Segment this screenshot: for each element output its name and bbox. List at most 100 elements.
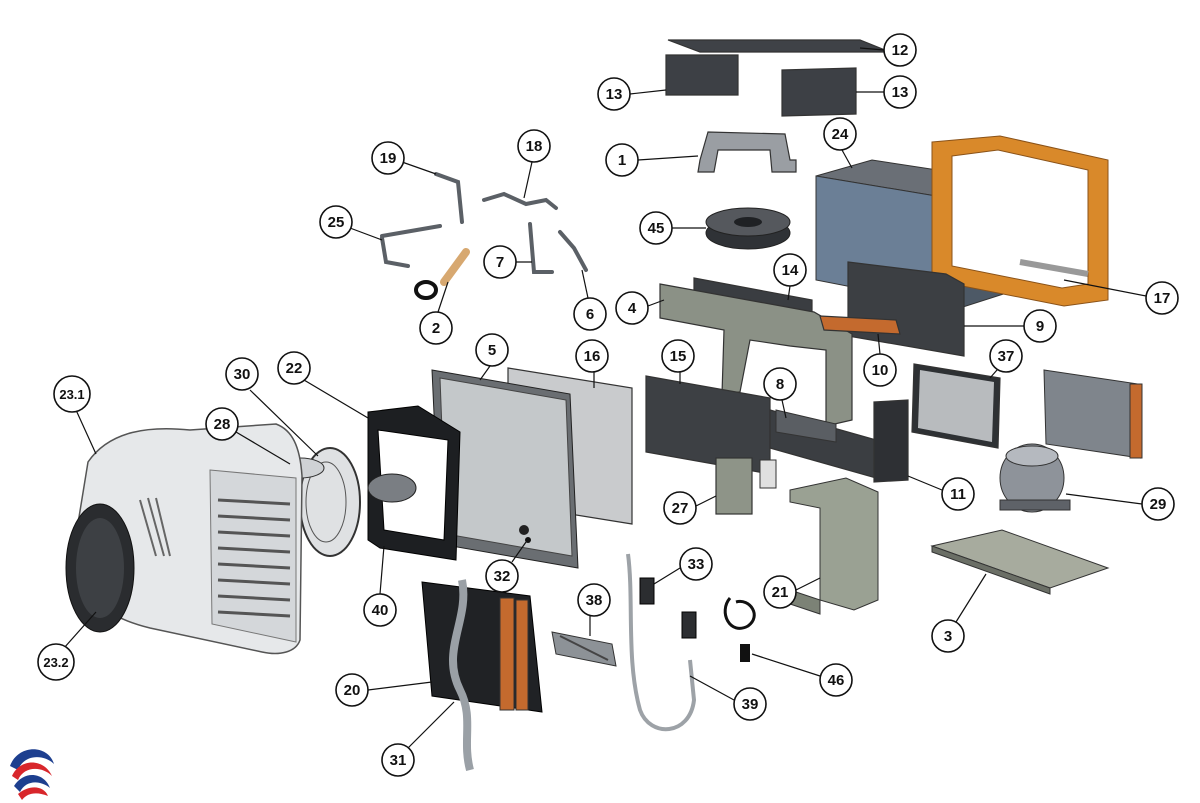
part-pcb xyxy=(715,457,753,515)
label-29: 29 xyxy=(1150,496,1167,513)
callout-46: 46 xyxy=(751,653,853,697)
cover-grille-slots xyxy=(217,498,291,618)
part-side-block-right xyxy=(781,67,857,117)
callout-4: 4 xyxy=(615,291,665,325)
callout-22: 22 xyxy=(277,351,369,419)
label-3: 3 xyxy=(944,628,952,645)
part-compressor xyxy=(999,443,1071,513)
label-39: 39 xyxy=(742,696,759,713)
label-38: 38 xyxy=(586,592,603,609)
callout-28: 28 xyxy=(205,407,291,465)
part-fan-shroud xyxy=(367,405,461,561)
label-37: 37 xyxy=(998,348,1015,365)
part-clip-19 xyxy=(434,172,464,224)
label-4: 4 xyxy=(628,300,637,317)
part-top-lid xyxy=(667,39,891,53)
callout-29: 29 xyxy=(1065,487,1175,521)
label-9: 9 xyxy=(1036,318,1044,335)
label-16: 16 xyxy=(584,348,601,365)
label-13-right: 13 xyxy=(892,84,909,101)
label-21: 21 xyxy=(772,584,789,601)
part-switch xyxy=(639,577,655,605)
callout-23-1: 23.1 xyxy=(53,375,97,455)
label-18: 18 xyxy=(526,138,543,155)
label-20: 20 xyxy=(344,682,361,699)
label-19: 19 xyxy=(380,150,397,167)
part-orange-frame xyxy=(931,135,1109,307)
label-46: 46 xyxy=(828,672,845,689)
label-8: 8 xyxy=(776,376,784,393)
label-17: 17 xyxy=(1154,290,1171,307)
callout-14: 14 xyxy=(773,253,807,301)
part-condenser-coil xyxy=(1043,369,1143,459)
callout-7: 7 xyxy=(483,245,532,279)
part-base-tray xyxy=(930,529,1110,595)
callout-3: 3 xyxy=(931,573,987,653)
callout-33: 33 xyxy=(653,547,713,585)
callout-32: 32 xyxy=(485,541,527,593)
callout-1: 1 xyxy=(605,143,699,177)
label-31: 31 xyxy=(390,752,407,769)
part-wire-clips xyxy=(380,172,588,274)
callout-20: 20 xyxy=(335,673,433,707)
callout-39: 39 xyxy=(689,675,767,721)
part-bent-cover xyxy=(789,477,879,615)
callouts-layer: 12 13 13 1 24 45 17 xyxy=(37,33,1179,777)
label-22: 22 xyxy=(286,360,303,377)
part-bracket xyxy=(697,131,797,173)
callout-37: 37 xyxy=(989,339,1023,379)
part-front-cover xyxy=(65,423,303,655)
part-drain-pipe xyxy=(449,579,474,772)
label-40: 40 xyxy=(372,602,389,619)
part-sensor-cable xyxy=(626,553,697,732)
callout-9: 9 xyxy=(964,309,1057,343)
label-1: 1 xyxy=(618,152,626,169)
callout-24: 24 xyxy=(823,117,857,169)
part-front-chassis xyxy=(431,369,579,569)
callout-25: 25 xyxy=(319,205,383,241)
callout-6: 6 xyxy=(573,269,607,331)
callout-12: 12 xyxy=(859,33,917,67)
label-27: 27 xyxy=(672,500,689,517)
part-sensor-plug xyxy=(681,611,697,639)
label-10: 10 xyxy=(872,362,889,379)
label-12: 12 xyxy=(892,42,909,59)
part-side-block-left xyxy=(665,54,739,96)
label-25: 25 xyxy=(328,214,345,231)
part-support-strip-top xyxy=(775,409,837,443)
label-24: 24 xyxy=(832,126,849,143)
part-clip-7 xyxy=(528,222,554,274)
callout-5: 5 xyxy=(475,333,509,381)
part-filter-panel-face xyxy=(918,370,994,442)
callout-16: 16 xyxy=(575,339,609,388)
part-heater-element xyxy=(551,631,617,667)
label-5: 5 xyxy=(488,342,496,359)
callout-30: 30 xyxy=(225,357,319,457)
label-2: 2 xyxy=(432,320,440,337)
callout-45: 45 xyxy=(639,211,706,245)
callout-10: 10 xyxy=(863,333,897,387)
callout-18: 18 xyxy=(517,129,551,199)
callout-21: 21 xyxy=(763,575,821,609)
label-28: 28 xyxy=(214,416,231,433)
callout-13a: 13 xyxy=(597,77,667,111)
part-rear-panel xyxy=(847,261,965,357)
label-11: 11 xyxy=(950,486,966,503)
callout-38: 38 xyxy=(577,583,611,636)
part-power-cord xyxy=(723,597,756,662)
part-blower-fan xyxy=(705,207,791,250)
callout-27: 27 xyxy=(663,491,717,525)
callout-11: 11 xyxy=(907,475,975,511)
label-15: 15 xyxy=(670,348,687,365)
callout-17: 17 xyxy=(1063,279,1179,315)
label-45: 45 xyxy=(648,220,665,237)
label-23-2: 23.2 xyxy=(43,655,68,670)
callout-31: 31 xyxy=(381,701,455,777)
callout-13b: 13 xyxy=(856,75,917,109)
cover-side-vents xyxy=(139,497,171,557)
part-screw xyxy=(525,537,531,543)
callout-19: 19 xyxy=(371,141,437,175)
callout-40: 40 xyxy=(363,545,397,627)
label-30: 30 xyxy=(234,366,251,383)
callout-8: 8 xyxy=(763,367,797,419)
